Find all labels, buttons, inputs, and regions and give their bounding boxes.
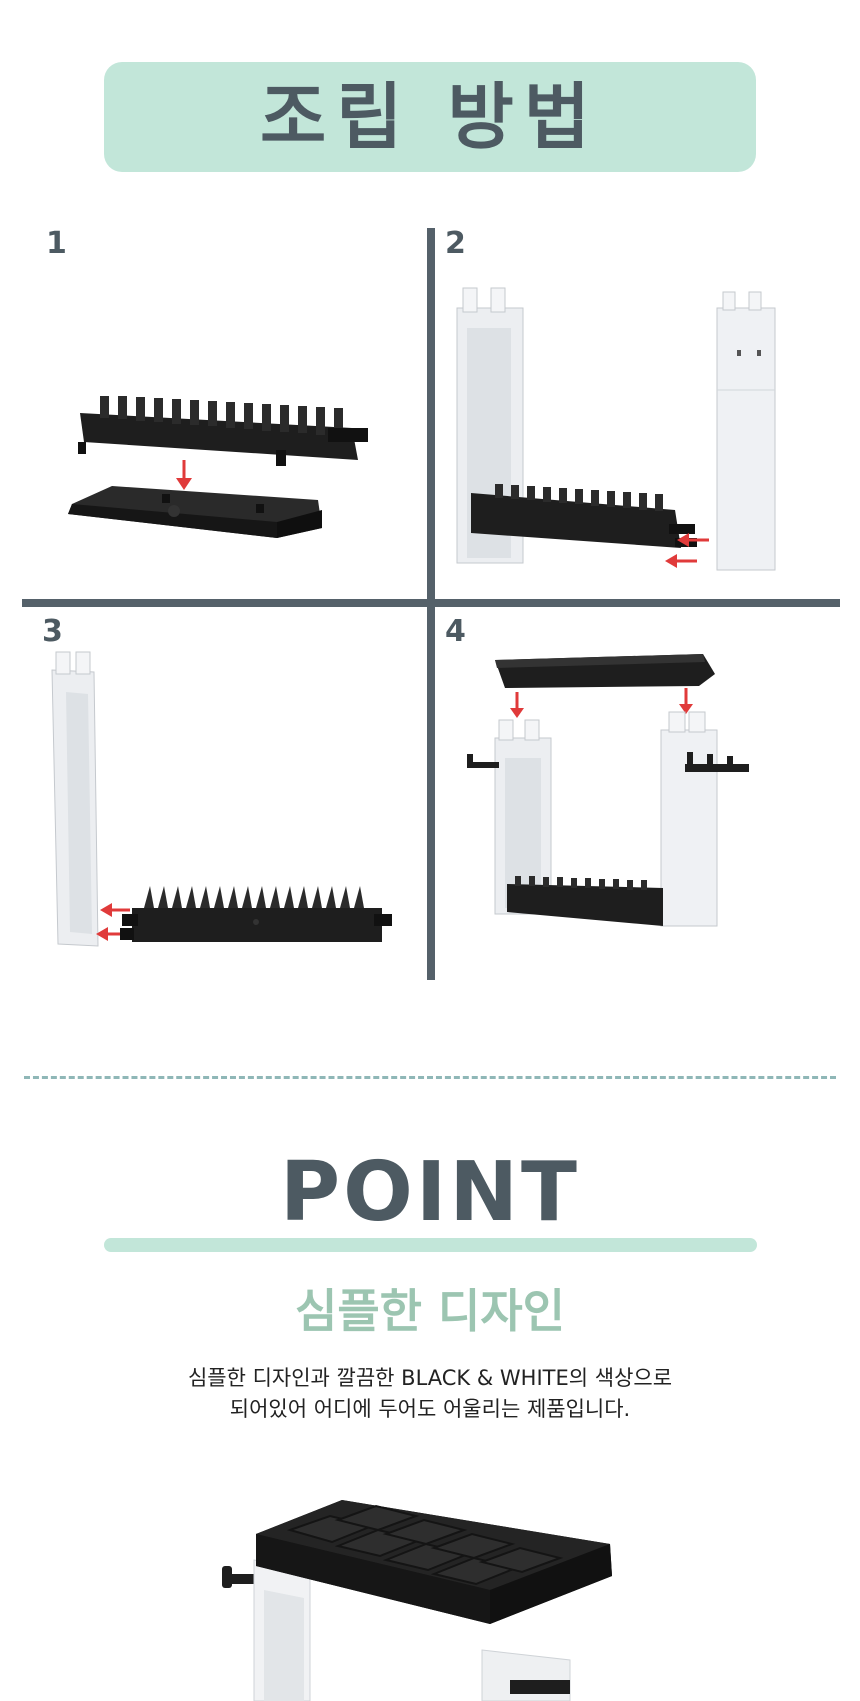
feature-description: 심플한 디자인과 깔끔한 BLACK & WHITE의 색상으로 되어있어 어디… [0,1363,860,1425]
step-panel-2: 2 [435,226,835,598]
base-attach-illustration [68,396,368,538]
feature-title: 심플한 디자인 [295,1284,565,1338]
top-tray-attach-illustration [467,654,749,927]
step-number: 3 [42,614,63,649]
step-panel-3: 3 [22,608,422,978]
point-heading: POINT [280,1145,580,1240]
left-pillar-attach-illustration [51,651,392,947]
product-image [222,1500,612,1701]
step-panel-4: 4 [435,608,835,978]
section-banner: 조립 방법 [104,62,756,172]
feature-description-line: 심플한 디자인과 깔끔한 BLACK & WHITE의 색상으로 [187,1366,673,1390]
feature-description-line: 되어있어 어디에 두어도 어울리는 제품입니다. [229,1397,631,1421]
step-panel-1: 1 [22,226,422,598]
side-pillars-attach-illustration [456,287,776,571]
step-number: 2 [445,226,466,261]
dashed-separator [24,1076,836,1079]
point-underline-bar [104,1238,757,1252]
step-number: 1 [46,226,67,261]
step-number: 4 [445,614,466,649]
assembly-steps-grid: 1 [22,226,840,980]
grid-divider-horizontal [22,599,840,607]
banner-title: 조립 방법 [259,75,601,159]
